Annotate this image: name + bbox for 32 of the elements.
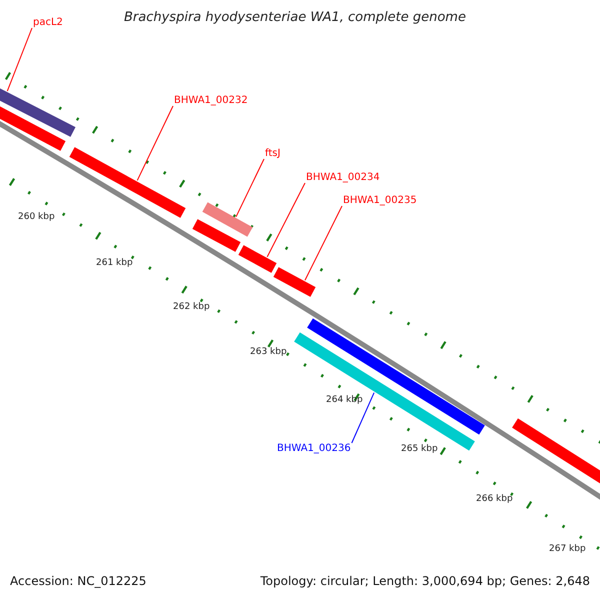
leader-line [304,206,342,281]
gene-label: ftsJ [265,148,280,159]
gene-label: BHWA1_00232 [174,95,248,106]
gene-feature-block [202,202,253,237]
gene-label: BHWA1_00235 [343,195,417,206]
scale-label: 265 kbp [401,444,438,454]
gene-feature-block [0,105,66,151]
gene-label: BHWA1_00234 [306,172,380,183]
genome-summary-text: Topology: circular; Length: 3,000,694 bp; Genes: 2,648 [260,574,590,588]
accession-text: Accession: NC_012225 [10,574,146,588]
gene-feature-block [307,318,485,435]
gene-feature-block [0,87,76,137]
leader-line [6,28,32,92]
scale-label: 266 kbp [476,494,513,504]
scale-label: 261 kbp [96,258,133,268]
leader-line [351,392,375,444]
scale-label: 264 kbp [326,395,363,405]
scale-label: 260 kbp [18,212,55,222]
gene-label: pacL2 [33,17,63,28]
leader-line [236,158,264,218]
gene-feature-block [512,418,600,485]
gene-feature-block [69,147,186,218]
scale-label: 263 kbp [250,347,287,357]
leader-line [266,182,306,258]
scale-label: 267 kbp [549,544,586,554]
gene-feature-block [238,245,277,273]
leader-line [136,106,174,181]
scale-label: 262 kbp [173,302,210,312]
diagram-title: Brachyspira hyodysenteriae WA1, complete genome [124,10,466,25]
gene-feature-block [192,219,241,252]
gene-feature-block [273,267,316,297]
gene-label: BHWA1_00236 [277,443,351,454]
